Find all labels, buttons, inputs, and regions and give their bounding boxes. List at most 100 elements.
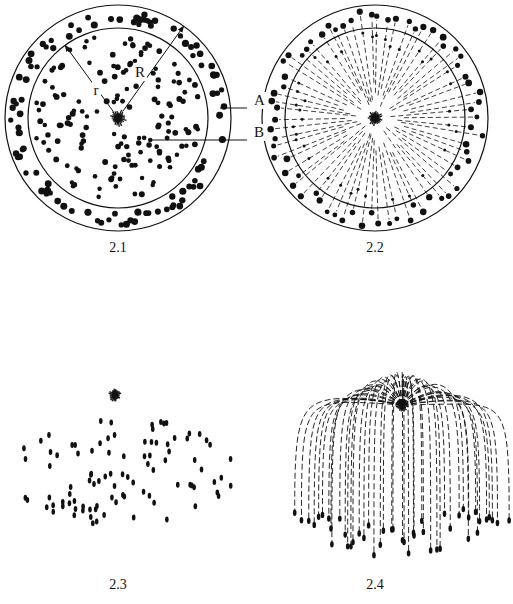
star-dot <box>15 124 21 130</box>
willow-trail <box>402 393 476 510</box>
star-dot <box>151 426 155 432</box>
star-dot <box>213 72 219 78</box>
star-dot <box>111 100 116 105</box>
star-dot <box>462 74 468 80</box>
star-dot <box>185 436 189 442</box>
part-label: B <box>252 124 266 141</box>
star-trail <box>287 63 362 109</box>
star-dot <box>335 55 338 58</box>
star-dot <box>364 194 367 197</box>
star-trail <box>383 25 408 95</box>
star-dot <box>95 518 99 524</box>
star-trail <box>352 24 371 102</box>
star-dot <box>51 502 55 508</box>
star-dot <box>159 419 163 425</box>
star-dot <box>464 149 470 155</box>
star-trail <box>402 138 447 172</box>
star-dot <box>467 535 471 541</box>
star-dot <box>40 101 46 107</box>
star-dot <box>372 552 376 558</box>
star-dot <box>23 76 30 83</box>
star-trail <box>404 93 477 111</box>
star-dot <box>468 106 474 112</box>
star-trail <box>401 145 446 193</box>
willow-burst-figure <box>293 372 511 558</box>
star-dot <box>53 156 59 162</box>
star-dot <box>124 144 129 149</box>
star-dot <box>148 452 152 458</box>
star-trail <box>390 67 455 108</box>
leader-line <box>220 108 247 109</box>
star-dot <box>297 82 300 85</box>
star-trail <box>302 141 345 173</box>
star-dot <box>480 133 485 138</box>
star-dot <box>8 117 13 122</box>
star-dot <box>282 170 289 177</box>
star-dot <box>443 511 447 517</box>
willow-trail <box>364 379 402 536</box>
star-dot <box>156 84 161 89</box>
outer-circle <box>5 5 231 231</box>
star-dot <box>155 440 159 446</box>
star-dot <box>150 439 154 445</box>
star-dot <box>326 60 329 63</box>
star-dot <box>327 515 331 521</box>
star-dot <box>60 203 67 210</box>
star-dot <box>74 506 78 512</box>
star-dot <box>308 39 313 44</box>
star-dot <box>28 50 35 57</box>
star-dot <box>53 93 57 97</box>
star-trail <box>393 152 422 208</box>
star-dot <box>412 530 416 536</box>
star-dot <box>193 457 197 463</box>
star-trail <box>281 108 356 116</box>
star-dot <box>131 19 137 25</box>
bursting-shell-figure <box>262 5 488 231</box>
star-dot <box>39 438 43 444</box>
star-dot <box>33 170 39 176</box>
star-dot <box>350 192 353 195</box>
star-trail <box>375 20 376 93</box>
star-dot <box>190 53 195 58</box>
star-trail <box>397 144 439 195</box>
star-trail <box>396 130 454 165</box>
star-dot <box>292 125 295 128</box>
star-dot <box>229 483 233 489</box>
star-dot <box>126 158 131 163</box>
star-dot <box>359 222 366 229</box>
star-trail <box>389 30 422 92</box>
falling-stars-figure <box>22 389 232 527</box>
star-dot <box>455 165 461 171</box>
star-dot <box>16 74 23 81</box>
star-dot <box>317 513 321 519</box>
star-dot <box>49 449 53 455</box>
star-dot <box>219 87 224 92</box>
star-dot <box>298 193 304 199</box>
star-trail <box>353 134 371 208</box>
willow-trail <box>319 398 402 515</box>
star-dot <box>79 145 84 150</box>
star-dot <box>446 193 452 199</box>
willow-trail <box>402 387 459 513</box>
star-dot <box>95 109 100 114</box>
star-dot <box>108 16 114 22</box>
star-dot <box>54 198 61 205</box>
star-dot <box>268 98 275 105</box>
willow-trail <box>402 395 492 518</box>
star-dot <box>152 500 156 506</box>
star-dot <box>478 518 482 524</box>
star-dot <box>137 16 144 23</box>
star-dot <box>193 42 200 49</box>
star-dot <box>51 509 55 515</box>
star-dot <box>48 495 52 501</box>
star-trail <box>296 126 365 183</box>
outer-circle <box>262 5 488 231</box>
star-dot <box>93 174 98 179</box>
star-dot <box>272 117 278 123</box>
star-dot <box>40 41 46 47</box>
star-dot <box>13 150 19 156</box>
star-dot <box>112 211 118 217</box>
figure-caption: 2.1 <box>107 240 129 256</box>
star-dot <box>107 450 111 456</box>
star-dot <box>465 80 472 87</box>
